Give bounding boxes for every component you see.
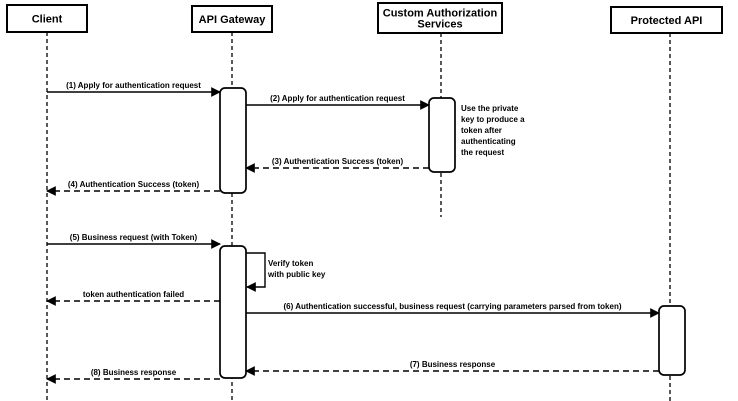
message-label-6: token authentication failed	[83, 290, 184, 299]
activation-bar-api-gateway	[219, 245, 247, 379]
message-label-3: (3) Authentication Success (token)	[272, 157, 404, 166]
note-text-line: Use the private	[461, 104, 519, 113]
self-message-loop	[246, 252, 266, 292]
actor-box-api-gateway	[191, 5, 273, 33]
actor-label-protected-api: Protected API	[631, 15, 703, 27]
actor-box-client	[6, 4, 88, 33]
self-message-label-line: Verify token	[268, 259, 313, 268]
activation-bar-custom-authorization-services	[428, 97, 456, 173]
actor-label-line: Services	[417, 19, 462, 31]
activations-layer	[219, 87, 686, 379]
actor-label-client: Client	[32, 14, 63, 26]
activation-bar-protected-api	[658, 305, 686, 376]
message-label-9: (8) Business response	[91, 368, 177, 377]
actor-label-line: Custom Authorization	[383, 8, 498, 20]
messages-layer: (1) Apply for authentication request (2) …	[46, 81, 660, 384]
self-message-label-line: with public key	[267, 270, 326, 279]
note-text-line: key to produce a	[461, 115, 525, 124]
message-label-4: (4) Authentication Success (token)	[68, 180, 200, 189]
actor-label-line: API Gateway	[199, 14, 267, 26]
activation-bar-api-gateway	[219, 87, 247, 194]
actor-label-api-gateway: API Gateway	[199, 14, 267, 26]
notes-layer: Use the private key to produce a token aft…	[461, 104, 525, 157]
note-text-line: the request	[461, 148, 504, 157]
message-label-2: (2) Apply for authentication request	[270, 94, 405, 103]
actor-box-custom-authorization-services	[377, 2, 503, 34]
actor-label-line: Protected API	[631, 15, 703, 27]
message-label-8: (7) Business response	[410, 360, 496, 369]
note-text-line: authenticating	[461, 137, 516, 146]
message-label-7: (6) Authentication successful, business …	[283, 302, 621, 311]
message-label-5: (5) Business request (with Token)	[70, 233, 198, 242]
actor-box-protected-api	[610, 6, 723, 34]
actor-label-line: Client	[32, 14, 63, 26]
note-text-line: token after	[461, 126, 502, 135]
message-label-1: (1) Apply for authentication request	[66, 81, 201, 90]
